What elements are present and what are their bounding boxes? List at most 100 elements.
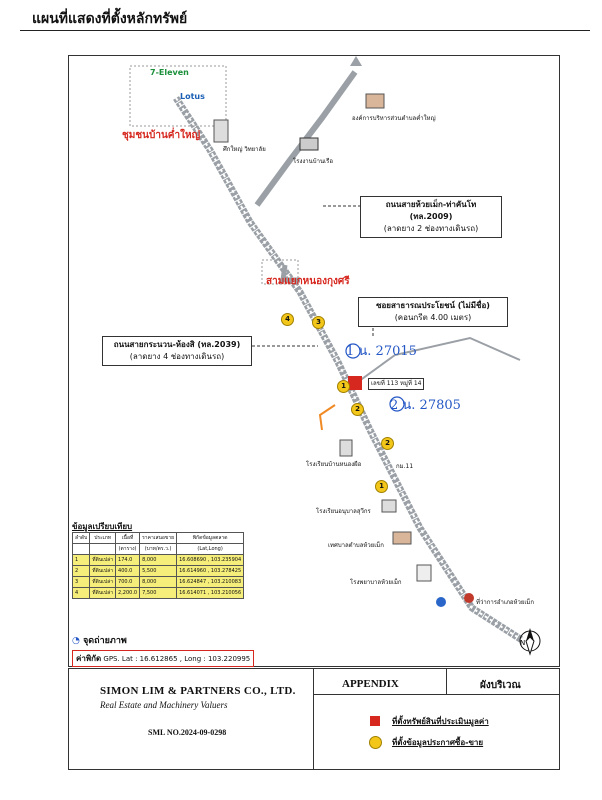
road2-name: ถนนสายกระนวน-ห้องสิ (ทล.2039) [113,340,241,349]
office-label: องค์การบริหารส่วนตำบลค่ำใหญ่ [352,115,436,122]
table-cell: 8,000 [139,576,178,588]
road1-name: ถนนสายห้วยเม็ก-ท่าคันโท (ทล.2009) [385,200,477,221]
gps-value: GPS. Lat : 16.612865 , Long : 103.220995 [103,655,251,663]
compass-icon: N [519,628,541,656]
table-cell: 16.608690 , 103.235904 [176,554,245,566]
subheader-cell: (Lat,Long) [176,543,245,555]
table-cell: 3 [71,576,91,588]
table-cell: 16.624847 , 103.210083 [176,576,245,588]
comparison-title: ข้อมูลเปรียบเทียบ [72,522,133,531]
sml-number: SML NO.2024-09-0298 [148,728,227,737]
table-cell: ที่ดินเปล่า [89,587,117,599]
table-row: 4 ที่ดินเปล่า 2,200.0 7,500 16.614071 , … [71,587,245,599]
subheader-cell [71,543,91,555]
factory-icon [299,137,319,151]
page-title: แผนที่แสดงที่ตั้งหลักทรัพย์ [32,11,188,27]
table-row: 2 ที่ดินเปล่า 400.0 5,500 16.614960 , 10… [71,565,245,577]
table-row: 1 ที่ดินเปล่า 174.0 8,000 16.608690 , 10… [71,554,245,566]
table-cell: 4 [71,587,91,599]
property-badge-1: 1 [337,380,350,393]
footer-box [68,668,560,770]
km-marker: กม.11 [396,463,414,470]
title-rule [20,30,590,31]
market-badge-4: 4 [281,313,294,326]
drop-icon [436,597,446,607]
soi-desc: (คอนกรีต 4.00 เมตร) [394,313,472,322]
school3-label: โรงเรียนอนุบาลสุวีกร [316,508,371,515]
table-cell: 8,000 [139,554,178,566]
property-legend-icon [370,716,380,726]
table-cell: 7,500 [139,587,178,599]
gps-label: ค่าพิกัด [76,654,102,663]
footer-vrule [446,668,447,694]
deed2-handwriting: 2 น. 27805 [390,398,461,413]
temple-label: เทศบาลตำบลห้วยเม็ก [328,542,384,549]
table-cell: 2,200.0 [115,587,141,599]
side-road [318,404,336,431]
lotus-label: Lotus [180,92,205,101]
school2-label: โรงเรียนบ้านหนองผือ [306,461,362,468]
table-cell: ที่ดินเปล่า [89,554,117,566]
soi-name: ซอยสาธารณประโยชน์ (ไม่มีชื่อ) [376,301,490,310]
table-subheader-row: (ตาราง) (บาท/ตร.ว.) (Lat,Long) [71,543,245,555]
table-cell: 1 [71,554,91,566]
table-cell: 174.0 [115,554,141,566]
legend-photo-label: จุดถ่ายภาพ [83,636,127,646]
market-legend-icon [369,736,382,749]
deed1-handwriting: 1 น. 27015 [346,344,417,359]
hospital-icon [416,564,432,582]
table-cell: ที่ดินเปล่า [89,565,117,577]
school2-icon [339,439,353,457]
header-cell: ราคาเสนอขาย [139,532,178,544]
header-cell: เนื้อที่ [115,532,141,544]
road1-callout: ถนนสายห้วยเม็ก-ท่าคันโท (ทล.2009) (ลาดยา… [360,196,502,238]
camera-icon: ◔ [72,636,80,646]
comparison-table: ลำดับ ประเภท เนื้อที่ ราคาเสนอขาย พิกัดข… [71,532,245,599]
junction-box [261,259,299,285]
legend-photo: ◔ จุดถ่ายภาพ [72,633,127,647]
factory-label: โรงงานบ้านเรือ [293,158,333,165]
table-cell: 700.0 [115,576,141,588]
site-plan-title: ผังบริเวณ [480,680,521,691]
property-legend-label: ที่ตั้งทรัพย์สินที่ประเมินมูลค่า [392,717,489,726]
svg-text:N: N [520,639,525,647]
gps-box: ค่าพิกัด GPS. Lat : 16.612865 , Long : 1… [72,650,255,667]
subheader-cell: (บาท/ตร.ว.) [139,543,178,555]
junction-label: สามแยกหนองกุงศรี [266,276,350,287]
market-legend-label: ที่ตั้งข้อมูลประกาศซื้อ-ขาย [392,738,484,747]
company-subtitle: Real Estate and Machinery Valuers [100,700,228,710]
property-marker [348,376,362,390]
table-row: 3 ที่ดินเปล่า 700.0 8,000 16.624847 , 10… [71,576,245,588]
header-cell: ลำดับ [71,532,91,544]
school-icon [213,119,229,143]
property-tag: เลขที่ 113 หมู่ที่ 14 [368,378,425,390]
property-badge-2: 2 [351,403,364,416]
subheader-cell [89,543,117,555]
table-cell: 400.0 [115,565,141,577]
footer-left [68,668,314,770]
temple-icon [392,531,412,545]
market-badge-3: 3 [312,316,325,329]
soi-road [354,336,521,385]
table-cell: 16.614071 , 103.210056 [176,587,245,599]
road2-desc: (ลาดยาง 4 ช่องทางเดินรถ) [129,352,225,361]
table-cell: ที่ดินเปล่า [89,576,117,588]
police-icon [464,593,474,603]
hospital-label: โรงพยาบาลห้วยเม็ก [350,579,402,586]
table-cell: 5,500 [139,565,178,577]
village-box [129,65,227,127]
table-header-row: ลำดับ ประเภท เนื้อที่ ราคาเสนอขาย พิกัดข… [71,532,245,544]
header-cell: ประเภท [89,532,117,544]
header-cell: พิกัดข้อมูลตลาด [176,532,245,544]
market-badge-2: 2 [381,437,394,450]
footer-rule [314,694,560,695]
school3-icon [381,499,397,513]
road2-callout: ถนนสายกระนวน-ห้องสิ (ทล.2039) (ลาดยาง 4 … [102,336,252,366]
village-label: ชุมชนบ้านค่ำใหญ่ [122,130,201,141]
junction-road [280,264,300,283]
store-label: 7-Eleven [150,68,189,77]
road1-desc: (ลาดยาง 2 ช่องทางเดินรถ) [383,224,479,233]
appendix-title: APPENDIX [342,678,399,690]
table-cell: 16.614960 , 103.278425 [176,565,245,577]
